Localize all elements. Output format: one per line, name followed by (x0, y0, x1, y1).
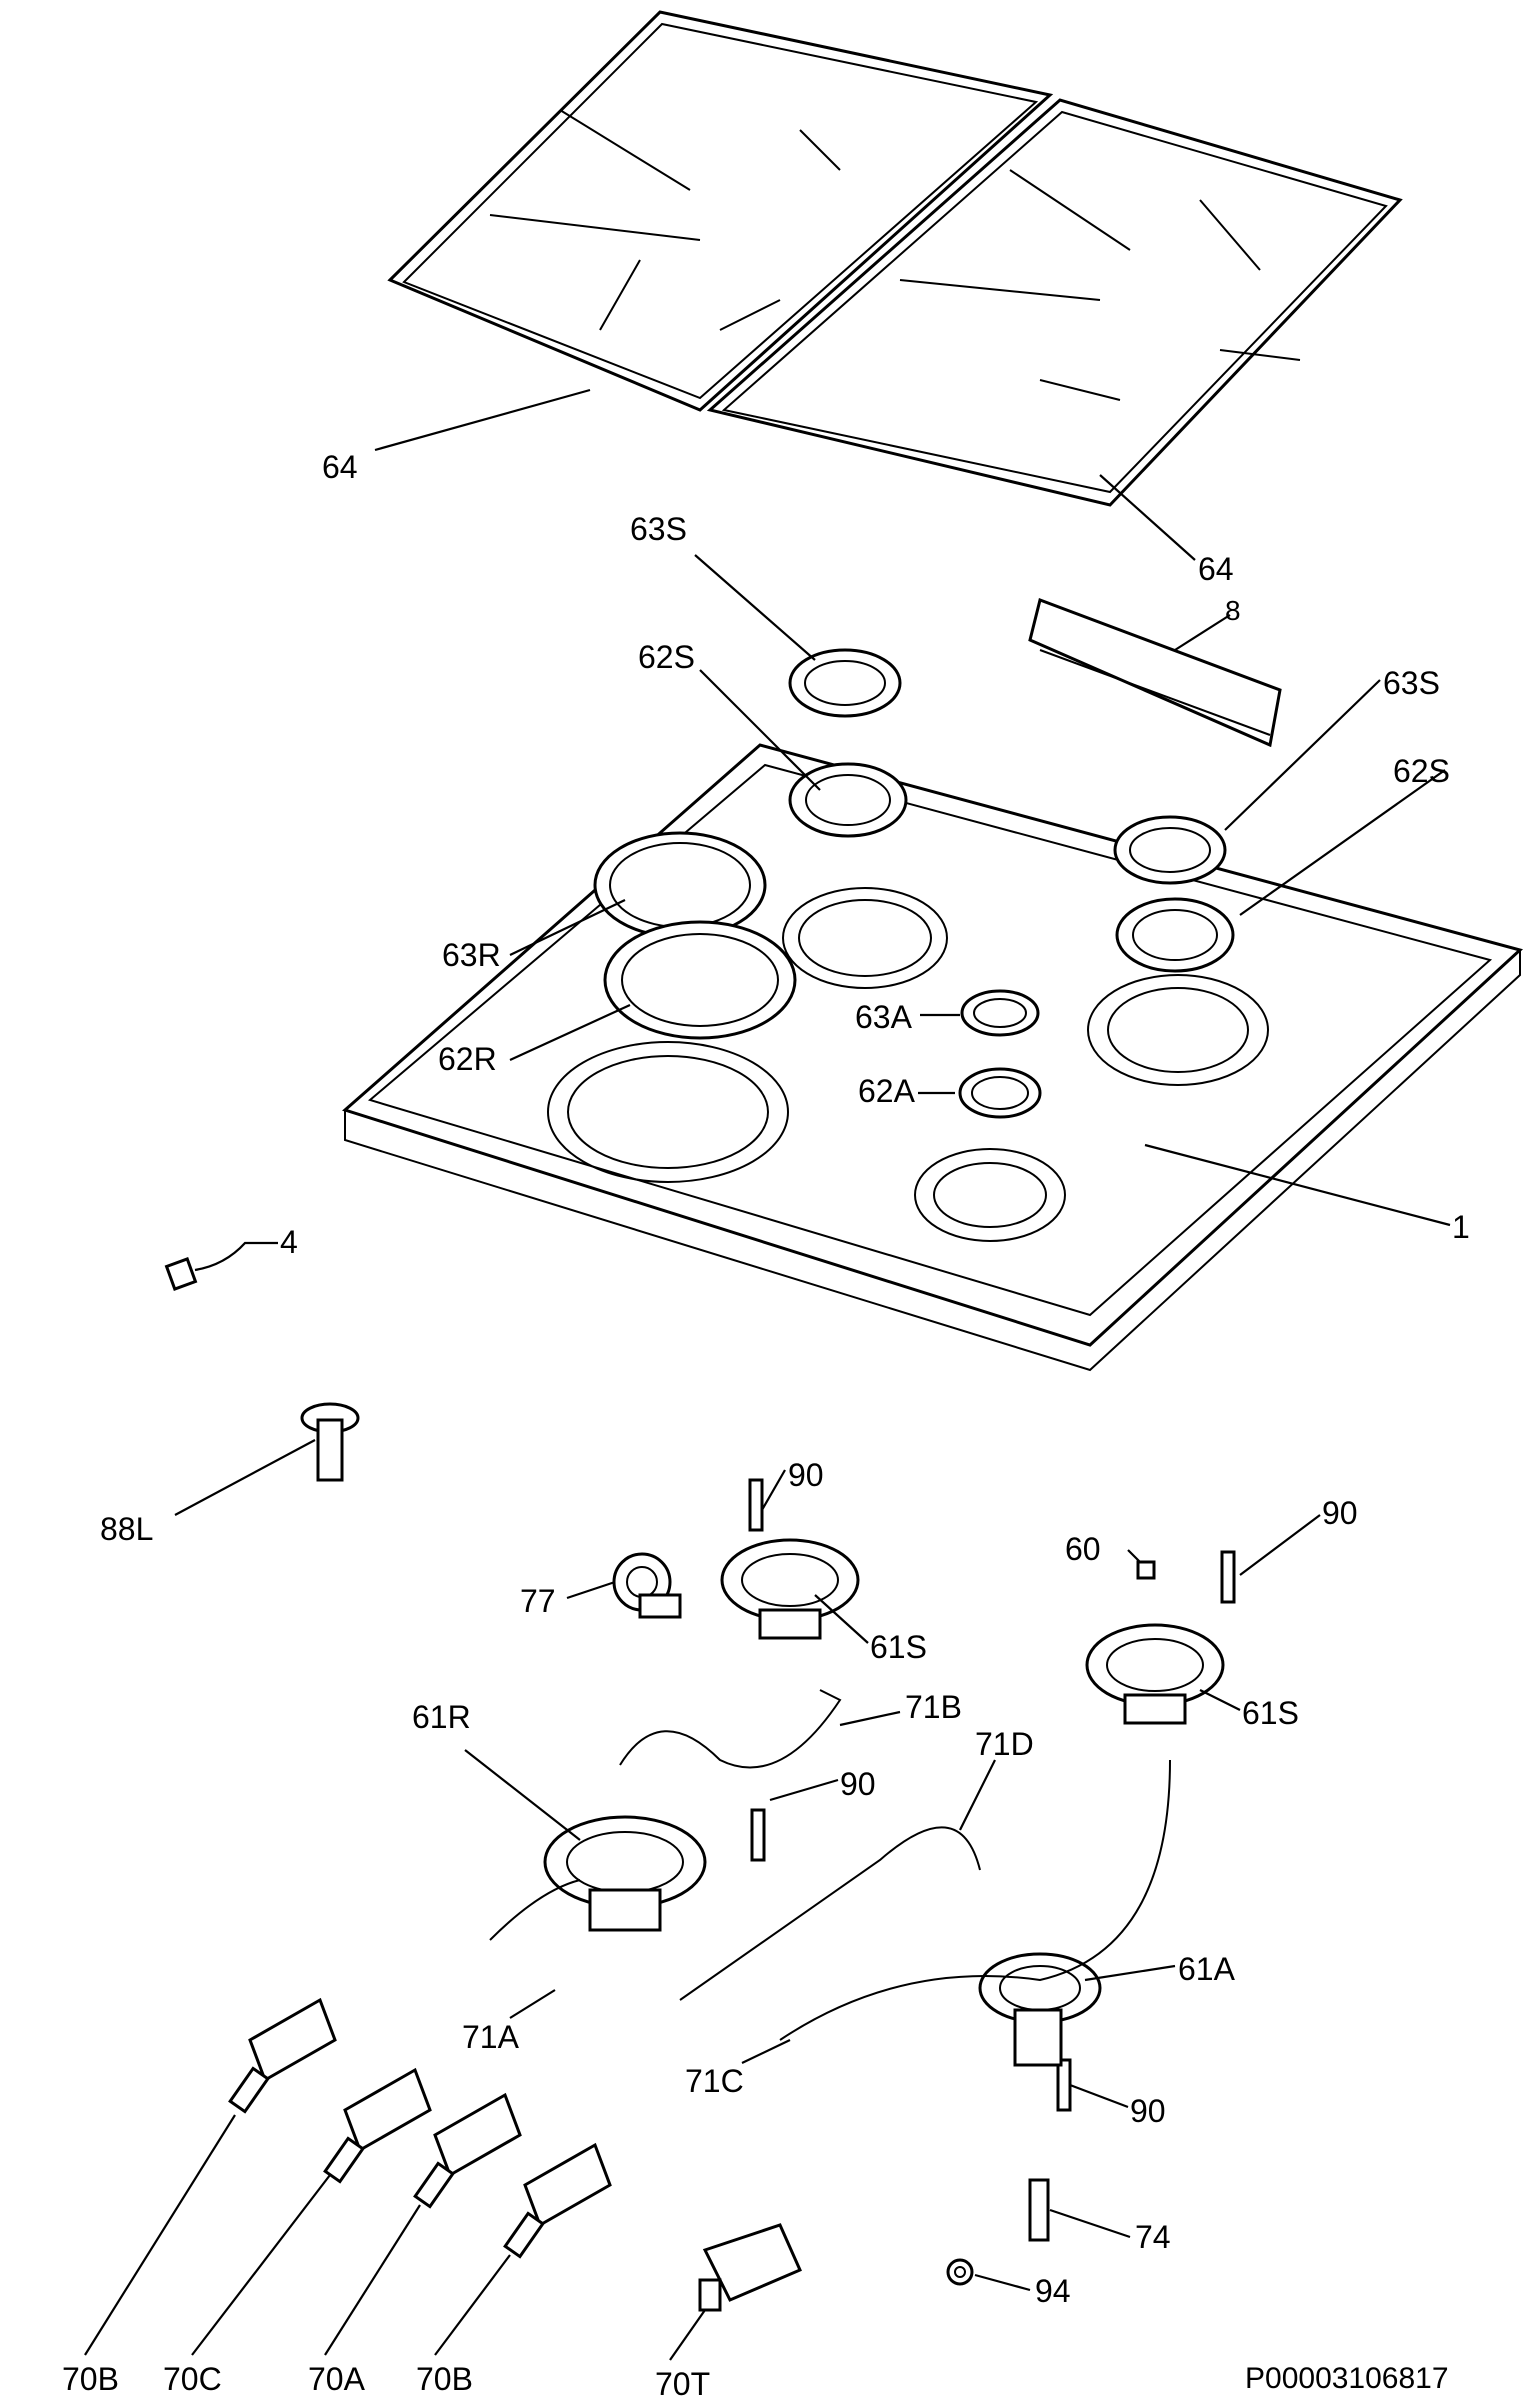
burner-body-61s-a (720, 1538, 860, 1640)
burner-body-61r (543, 1815, 707, 1932)
label-70b-a: 70B (62, 2361, 119, 2397)
hob-recess-right (1087, 974, 1269, 1086)
gas-pipe-71c (779, 1759, 1171, 2041)
label-61s-a: 61S (870, 1629, 927, 1665)
trim-strip-8 (1028, 598, 1282, 748)
label-8: 8 (1225, 595, 1241, 626)
crown-ring-63s-top (788, 648, 902, 718)
label-90-c: 90 (840, 1766, 876, 1802)
hob-recess-front-right (914, 1148, 1066, 1242)
label-71b: 71B (905, 1689, 962, 1725)
label-70a: 70A (308, 2361, 366, 2397)
spark-electrode-90-b (1220, 1550, 1236, 1604)
label-64b: 64 (1198, 551, 1234, 587)
label-63s-right: 63S (1383, 665, 1440, 701)
label-88l: 88L (100, 1511, 153, 1547)
elbow-fitting-77 (612, 1552, 682, 1619)
crown-ring-63a (960, 989, 1040, 1037)
pan-support-right (706, 98, 1403, 507)
thermocouple-74 (1028, 2178, 1050, 2242)
label-71c: 71C (685, 2063, 744, 2099)
label-94: 94 (1035, 2273, 1071, 2309)
gas-tap-70c (323, 2067, 432, 2184)
burner-cap-62a (958, 1067, 1042, 1119)
spark-electrode-90-a (748, 1478, 764, 1532)
burner-cap-62s-top (788, 762, 908, 838)
spark-electrode-90-d (1056, 2058, 1072, 2112)
label-70t: 70T (655, 2366, 710, 2400)
label-60: 60 (1065, 1531, 1101, 1567)
hose-connector-88l (300, 1402, 360, 1482)
label-70b-b: 70B (416, 2361, 473, 2397)
hob-recess-front-left (547, 1041, 789, 1183)
label-90-a: 90 (788, 1457, 824, 1493)
burner-body-61a (978, 1952, 1102, 2067)
label-90-d: 90 (1130, 2093, 1166, 2129)
label-4: 4 (280, 1224, 298, 1260)
label-63r: 63R (442, 937, 501, 973)
pan-support-left (387, 10, 1054, 412)
burner-body-61s-b (1085, 1623, 1225, 1725)
gas-tap-70b-b (503, 2142, 612, 2259)
doc-id: P00003106817 (1245, 2362, 1449, 2395)
gas-tap-70b-a (228, 1997, 337, 2114)
label-64a: 64 (322, 449, 358, 485)
burner-cap-62s-right (1115, 897, 1235, 973)
label-62s-right: 62S (1393, 753, 1450, 789)
gas-pipe-71d (679, 1826, 981, 2001)
gas-tap-70a (413, 2092, 522, 2209)
leader-lines (84, 388, 1451, 2361)
burner-cap-62r (603, 920, 797, 1040)
crown-ring-63r (593, 831, 767, 939)
hob-recess-mid (782, 887, 948, 989)
hob-top-panel (342, 743, 1524, 1372)
grommet-94 (946, 2258, 974, 2286)
label-71d: 71D (975, 1726, 1034, 1762)
label-71a: 71A (462, 2019, 520, 2055)
label-61a: 61A (1178, 1951, 1236, 1987)
label-90-b: 90 (1322, 1495, 1358, 1531)
label-74: 74 (1135, 2219, 1171, 2255)
spark-electrode-90-c (750, 1808, 766, 1862)
label-1: 1 (1452, 1209, 1470, 1245)
label-77: 77 (520, 1583, 556, 1619)
label-62r: 62R (438, 1041, 497, 1077)
label-63a: 63A (855, 999, 913, 1035)
callout-labels: 64 64 63S 8 62S 63S 62S 63R 62R 63A 62A … (62, 449, 1470, 2400)
label-70c: 70C (163, 2361, 222, 2397)
label-62s-top: 62S (638, 639, 695, 675)
label-63s-top: 63S (630, 511, 687, 547)
label-62a: 62A (858, 1073, 916, 1109)
crown-ring-63s-right (1113, 815, 1227, 885)
gas-pipe-71a (489, 1879, 581, 1941)
label-61r: 61R (412, 1699, 471, 1735)
nut-60 (1136, 1560, 1156, 1580)
gas-tap-70t (698, 2223, 802, 2312)
label-61s-b: 61S (1242, 1695, 1299, 1731)
clip-4 (164, 1257, 198, 1291)
gas-pipe-71b (619, 1689, 842, 1769)
